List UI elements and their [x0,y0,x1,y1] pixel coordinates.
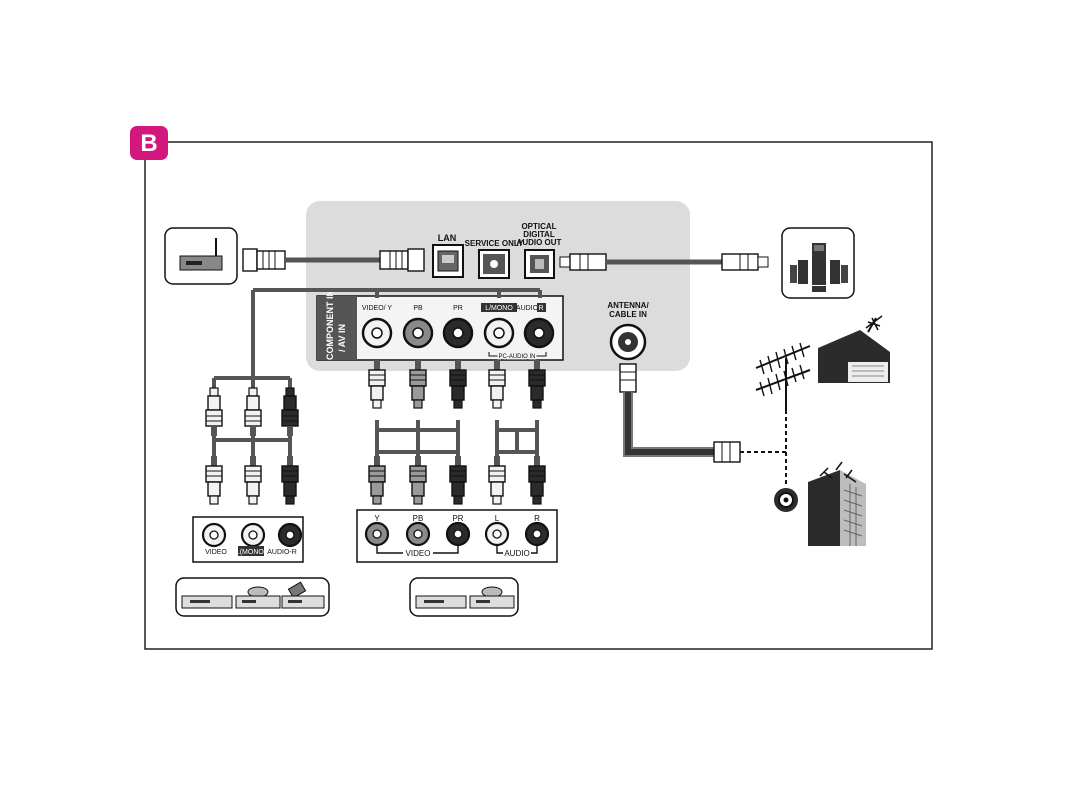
av-audio-r-label: AUDIO-R [267,549,297,556]
pr-jack [442,317,474,349]
pr-label: PR [453,305,463,312]
av-video-label: VIDEO [205,549,227,556]
antenna-house-icon [755,315,890,410]
component-devices-box [409,577,519,617]
dvd-recorder-icon [415,595,467,609]
dvd-player-icon [235,586,281,609]
av-video-jack [201,522,227,548]
av-audio-r-plug-bottom [281,455,299,505]
antenna-coax-cable [619,363,787,484]
optical-port: OPTICAL DIGITAL AUDIO OUT [517,222,562,279]
comp-r-jack [524,521,550,547]
optical-label-1: OPTICAL [521,222,556,231]
section-badge-label: B [140,130,157,157]
comp-y-jack [364,521,390,547]
vcr-icon [181,595,233,609]
av-audio-r-jack [277,522,303,548]
pc-audio-in-label: PC-AUDIO IN [498,354,535,360]
video-y-label: VIDEO/ Y [362,305,393,312]
av-source-jack-panel: VIDEO L(MONO) AUDIO-R [192,516,304,563]
optical-label-3: AUDIO OUT [517,238,562,247]
cable-building-icon [774,461,866,546]
av-audio-l-plug-bottom [244,455,262,505]
connection-wires [212,288,542,462]
antenna-cable-in-port: ANTENNA/ CABLE IN [607,301,649,361]
optical-label-2: DIGITAL [523,230,555,239]
home-theater-speakers-icon [781,227,855,299]
av-l-mono-label: L(MONO) [236,549,266,556]
audio-r-plug-bottom [528,455,546,505]
component-av-in-panel: COMPONENT IN / AV IN VIDEO/ Y PB PR L/MO… [316,290,564,362]
section-badge: B [130,126,168,160]
lan-cable [242,248,425,272]
av-devices-box [175,577,330,617]
comp-y-label: Y [374,514,380,523]
lan-port: LAN [432,233,464,278]
comp-video-label: VIDEO [406,549,431,558]
optical-cable [559,253,769,271]
service-label: SERVICE ONLY [465,239,524,248]
audio-r-jack [523,317,555,349]
comp-pb-label: PB [413,514,424,523]
pb-jack [402,317,434,349]
pb-plug-bottom [409,455,427,505]
lan-label: LAN [438,233,457,243]
antenna-label-1: ANTENNA/ [607,301,649,310]
component-in-label: COMPONENT IN [325,290,335,360]
av-in-label: / AV IN [337,324,347,352]
comp-r-label: R [534,514,540,523]
router-icon [164,227,238,285]
pr-plug-bottom [449,455,467,505]
audio-l-plug-bottom [488,455,506,505]
dvd-player-icon-2 [469,586,515,609]
comp-pb-jack [405,521,431,547]
component-source-jack-panel: Y PB PR L R VIDEO AUDIO [356,509,558,563]
pb-label: PB [413,305,423,312]
r-label: R [538,305,543,312]
av-audio-l-plug-top [244,387,262,437]
audio-l-jack [483,317,515,349]
antenna-label-2: CABLE IN [609,310,647,319]
av-audio-r-plug-top [281,387,299,437]
tape-recorder-icon [281,581,325,609]
comp-audio-label: AUDIO [504,549,529,558]
av-video-plug-top [205,387,223,437]
l-mono-label: L/MONO [485,305,513,312]
av-video-plug-bottom [205,455,223,505]
av-audio-l-jack [240,522,266,548]
comp-l-label: L [495,514,500,523]
comp-pr-label: PR [452,514,463,523]
outer-frame [144,141,933,650]
service-port: SERVICE ONLY [465,239,524,279]
comp-pr-jack [445,521,471,547]
audio-label: AUDIO [516,305,539,312]
video-y-jack [361,317,393,349]
y-plug-bottom [368,455,386,505]
comp-l-jack [484,521,510,547]
